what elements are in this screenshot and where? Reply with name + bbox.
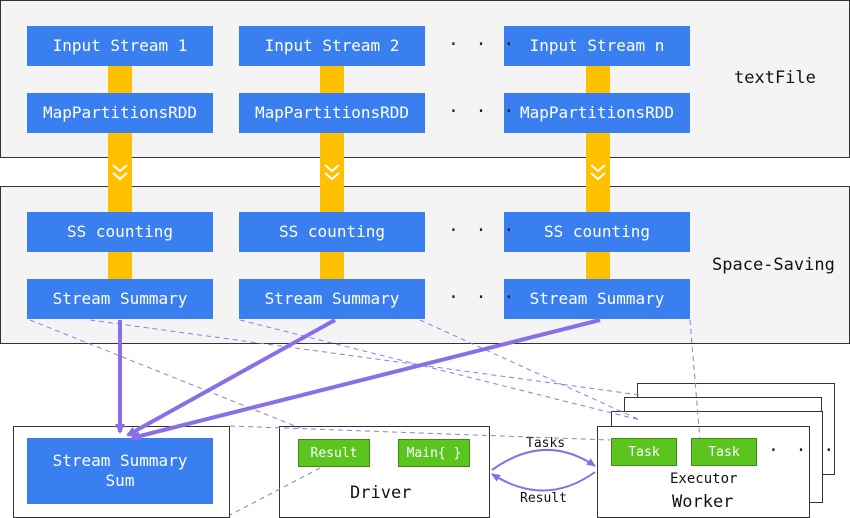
result-arrow <box>491 471 596 492</box>
driver-label: Driver <box>350 483 412 503</box>
ellipsis: · · · <box>448 34 518 55</box>
map-partitions-rdd-1-box: MapPartitionsRDD <box>27 93 213 133</box>
input-stream-2-box: Input Stream 2 <box>239 26 425 66</box>
map-partitions-rdd-2-box: MapPartitionsRDD <box>239 93 425 133</box>
ss-counting-2-box: SS counting <box>239 212 425 252</box>
connector-col2-top <box>320 66 344 94</box>
connector-col3-bottom <box>586 252 610 280</box>
worker-ellipsis: · · · <box>768 440 838 461</box>
stream-summary-sum-line1: Stream Summary <box>52 451 188 470</box>
ellipsis: · · · <box>448 220 518 241</box>
executor-label: Executor <box>670 471 738 487</box>
worker-task-2-block: Task <box>691 438 757 466</box>
input-stream-1-box: Input Stream 1 <box>27 26 213 66</box>
stream-summary-sum-box: Stream Summary Sum <box>27 438 213 504</box>
stream-summary-1-box: Stream Summary <box>27 279 213 319</box>
chevron-down-icon <box>590 164 606 181</box>
input-stream-n-box: Input Stream n <box>504 26 690 66</box>
stream-summary-2-box: Stream Summary <box>239 279 425 319</box>
ss-counting-1-box: SS counting <box>27 212 213 252</box>
connector-col1-bottom <box>108 252 132 280</box>
connector-col3-top <box>586 66 610 94</box>
space-saving-stage-label: Space-Saving <box>712 255 835 275</box>
connector-col1-top <box>108 66 132 94</box>
stream-summary-sum-line2: Sum <box>105 471 135 490</box>
chevron-down-icon <box>112 164 128 181</box>
result-arrow-label: Result <box>520 491 567 506</box>
ellipsis: · · · <box>448 287 518 308</box>
ellipsis: · · · <box>448 101 518 122</box>
textfile-stage-label: textFile <box>734 68 816 88</box>
worker-task-1-block: Task <box>611 438 677 466</box>
driver-main-block: Main{ } <box>398 439 470 467</box>
chevron-down-icon <box>324 164 340 181</box>
connector-col2-bottom <box>320 252 344 280</box>
worker-label: Worker <box>672 492 734 512</box>
ss-counting-n-box: SS counting <box>504 212 690 252</box>
stream-summary-n-box: Stream Summary <box>504 279 690 319</box>
tasks-arrow-label: Tasks <box>526 436 566 451</box>
driver-result-block: Result <box>298 439 370 467</box>
map-partitions-rdd-n-box: MapPartitionsRDD <box>504 93 690 133</box>
tasks-arrow <box>491 448 596 471</box>
